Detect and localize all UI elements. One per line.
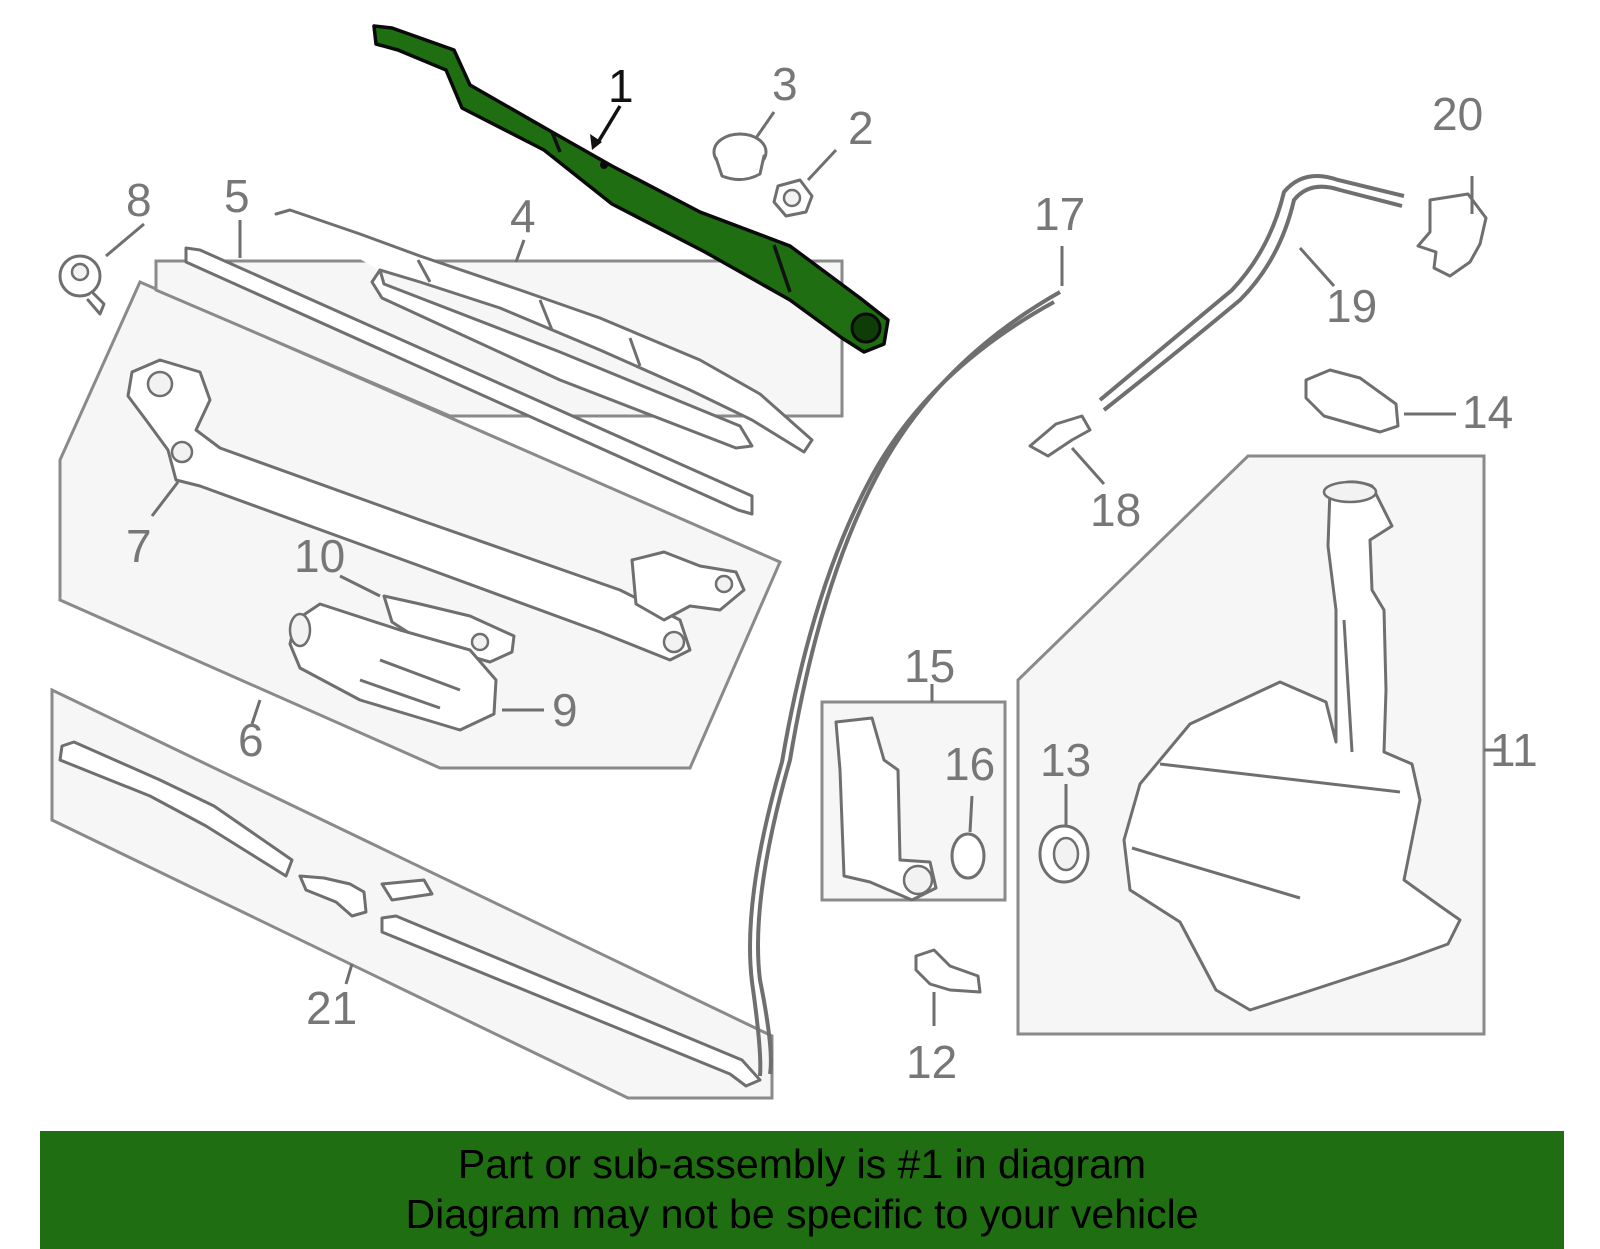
wiper-motor-part-9 <box>288 602 498 732</box>
leader-8 <box>105 222 145 258</box>
callout-12: 12 <box>906 1036 957 1088</box>
leader-21 <box>344 963 354 985</box>
callout-17: 17 <box>1034 188 1085 240</box>
nut-part-2 <box>772 178 814 218</box>
motor-bracket-part-10 <box>382 594 516 664</box>
callout-19: 19 <box>1326 280 1377 332</box>
leader-19 <box>1298 246 1336 288</box>
callout-21: 21 <box>306 982 357 1034</box>
leader-16 <box>968 795 974 833</box>
callout-13: 13 <box>1040 734 1091 786</box>
leader-4 <box>514 239 526 263</box>
callout-15: 15 <box>904 640 955 692</box>
callout-5: 5 <box>224 170 250 222</box>
callout-1: 1 <box>608 60 634 112</box>
wiper-blade-part-4 <box>274 208 814 454</box>
filter-part-16 <box>950 832 986 880</box>
leader-18 <box>1070 447 1106 485</box>
nozzle-part-20 <box>1416 192 1488 278</box>
leader-7 <box>150 481 180 517</box>
callout-10: 10 <box>294 530 345 582</box>
callout-6: 6 <box>238 714 264 766</box>
callout-2: 2 <box>848 102 874 154</box>
disclaimer-line-part: Part or sub-assembly is #1 in diagram <box>457 1141 1147 1187</box>
callout-3: 3 <box>772 58 798 110</box>
leader-3 <box>754 111 776 139</box>
leader-1 <box>595 105 622 145</box>
callout-9: 9 <box>552 684 578 736</box>
grommet-part-13 <box>1038 824 1090 884</box>
joint-part-18 <box>1028 414 1092 458</box>
wiper-arm-part-1[interactable] <box>372 24 890 354</box>
callout-14: 14 <box>1462 386 1513 438</box>
leader-6 <box>250 699 262 725</box>
callout-20: 20 <box>1432 88 1483 140</box>
reservoir-part-11 <box>1122 480 1462 1012</box>
callout-4: 4 <box>510 190 536 242</box>
nozzle-part-14 <box>1304 368 1400 434</box>
callout-16: 16 <box>944 738 995 790</box>
hose-part-21 <box>58 740 762 1088</box>
washer-pump-part-15 <box>834 716 938 902</box>
callout-18: 18 <box>1090 484 1141 536</box>
disclaimer-line-vehicle: Diagram may not be specific to your vehi… <box>405 1191 1199 1237</box>
diagram-disclaimer-banner: Part or sub-assembly is #1 in diagram Di… <box>40 1131 1564 1249</box>
blade-insert-part-5 <box>184 246 754 516</box>
bolt-part-12 <box>914 948 982 994</box>
callout-11: 11 <box>1490 724 1538 776</box>
cap-part-3 <box>712 132 768 181</box>
callout-7: 7 <box>126 520 152 572</box>
clip-part-8 <box>58 254 106 316</box>
linkage-part-7 <box>126 358 746 662</box>
callout-8: 8 <box>126 174 152 226</box>
leader-2 <box>806 148 838 182</box>
hose-part-19 <box>1102 184 1403 412</box>
leader-10 <box>339 574 381 598</box>
